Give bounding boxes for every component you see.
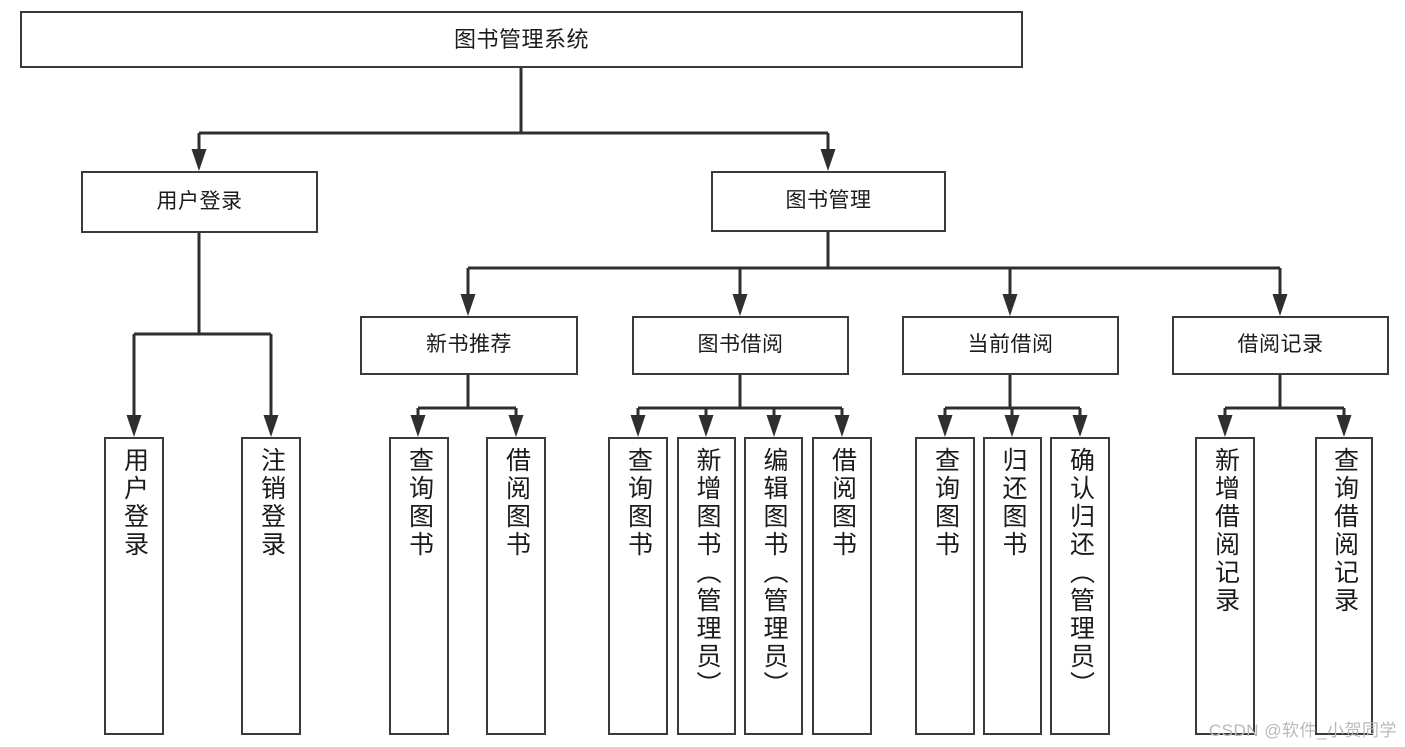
arrowhead-borrow-drop-2 [698, 415, 714, 437]
arrowhead-hist-drop-1 [1217, 415, 1233, 437]
node-label: 编辑图书（管理员） [760, 447, 788, 699]
node-label: 查询图书 [405, 447, 434, 559]
arrowhead-root-drop-2 [820, 149, 836, 171]
node-label: 新增借阅记录 [1211, 447, 1240, 615]
node-label: 查询图书 [624, 447, 653, 559]
node-label: 新增图书（管理员） [693, 447, 721, 699]
node-label: 归还图书 [999, 447, 1027, 559]
node-leaf-user-login[interactable]: 用户登录 [104, 437, 164, 735]
node-book-management[interactable]: 图书管理 [711, 171, 946, 232]
node-leaf-add-record[interactable]: 新增借阅记录 [1195, 437, 1255, 735]
node-label: 注销登录 [257, 447, 286, 559]
arrowhead-cur-drop-2 [1004, 415, 1020, 437]
node-user-login[interactable]: 用户登录 [81, 171, 318, 233]
watermark-label: CSDN @软件_小贺同学 [1208, 721, 1397, 740]
node-label: 查询图书 [931, 447, 960, 559]
node-label: 图书借阅 [697, 333, 784, 357]
node-leaf-borrow-book-1[interactable]: 借阅图书 [486, 437, 546, 735]
node-label: 图书管理 [785, 189, 872, 213]
node-label: 借阅图书 [828, 447, 857, 559]
arrowhead-mgmt-drop-4 [1272, 294, 1288, 316]
arrowhead-login-drop-2 [263, 415, 279, 437]
arrowhead-rec-drop-1 [410, 415, 426, 437]
node-leaf-borrow-book-2[interactable]: 借阅图书 [812, 437, 872, 735]
node-label: 借阅记录 [1237, 333, 1324, 357]
node-label: 借阅图书 [502, 447, 531, 559]
node-label: 新书推荐 [426, 333, 512, 357]
arrowhead-borrow-drop-3 [766, 415, 782, 437]
node-borrow-record[interactable]: 借阅记录 [1172, 316, 1389, 375]
arrowhead-mgmt-drop-2 [732, 294, 748, 316]
arrowhead-borrow-drop-4 [834, 415, 850, 437]
arrowhead-cur-drop-3 [1072, 415, 1088, 437]
node-label: 确认归还（管理员） [1066, 447, 1095, 699]
node-leaf-logout[interactable]: 注销登录 [241, 437, 301, 735]
arrowhead-cur-drop-1 [937, 415, 953, 437]
node-label: 查询借阅记录 [1330, 447, 1359, 615]
node-leaf-return-book[interactable]: 归还图书 [983, 437, 1042, 735]
node-label: 用户登录 [156, 189, 243, 213]
arrowhead-login-drop-1 [126, 415, 142, 437]
node-leaf-confirm-return[interactable]: 确认归还（管理员） [1050, 437, 1110, 735]
node-label: 图书管理系统 [453, 26, 589, 52]
node-leaf-query-book-2[interactable]: 查询图书 [608, 437, 668, 735]
node-book-borrow[interactable]: 图书借阅 [632, 316, 849, 375]
node-leaf-edit-book[interactable]: 编辑图书（管理员） [744, 437, 803, 735]
node-leaf-query-book-1[interactable]: 查询图书 [389, 437, 449, 735]
node-leaf-query-record[interactable]: 查询借阅记录 [1315, 437, 1373, 735]
arrowhead-borrow-drop-1 [630, 415, 646, 437]
arrowhead-root-drop-1 [191, 149, 207, 171]
node-new-book-recommend[interactable]: 新书推荐 [360, 316, 578, 375]
arrowhead-mgmt-drop-3 [1002, 294, 1018, 316]
arrowhead-hist-drop-2 [1336, 415, 1352, 437]
node-label: 当前借阅 [967, 333, 1054, 357]
node-label: 用户登录 [120, 447, 149, 559]
arrowhead-rec-drop-2 [508, 415, 524, 437]
arrowhead-mgmt-drop-1 [460, 294, 476, 316]
node-current-borrow[interactable]: 当前借阅 [902, 316, 1119, 375]
node-leaf-query-book-3[interactable]: 查询图书 [915, 437, 975, 735]
node-leaf-add-book[interactable]: 新增图书（管理员） [677, 437, 736, 735]
node-root[interactable]: 图书管理系统 [20, 11, 1023, 68]
